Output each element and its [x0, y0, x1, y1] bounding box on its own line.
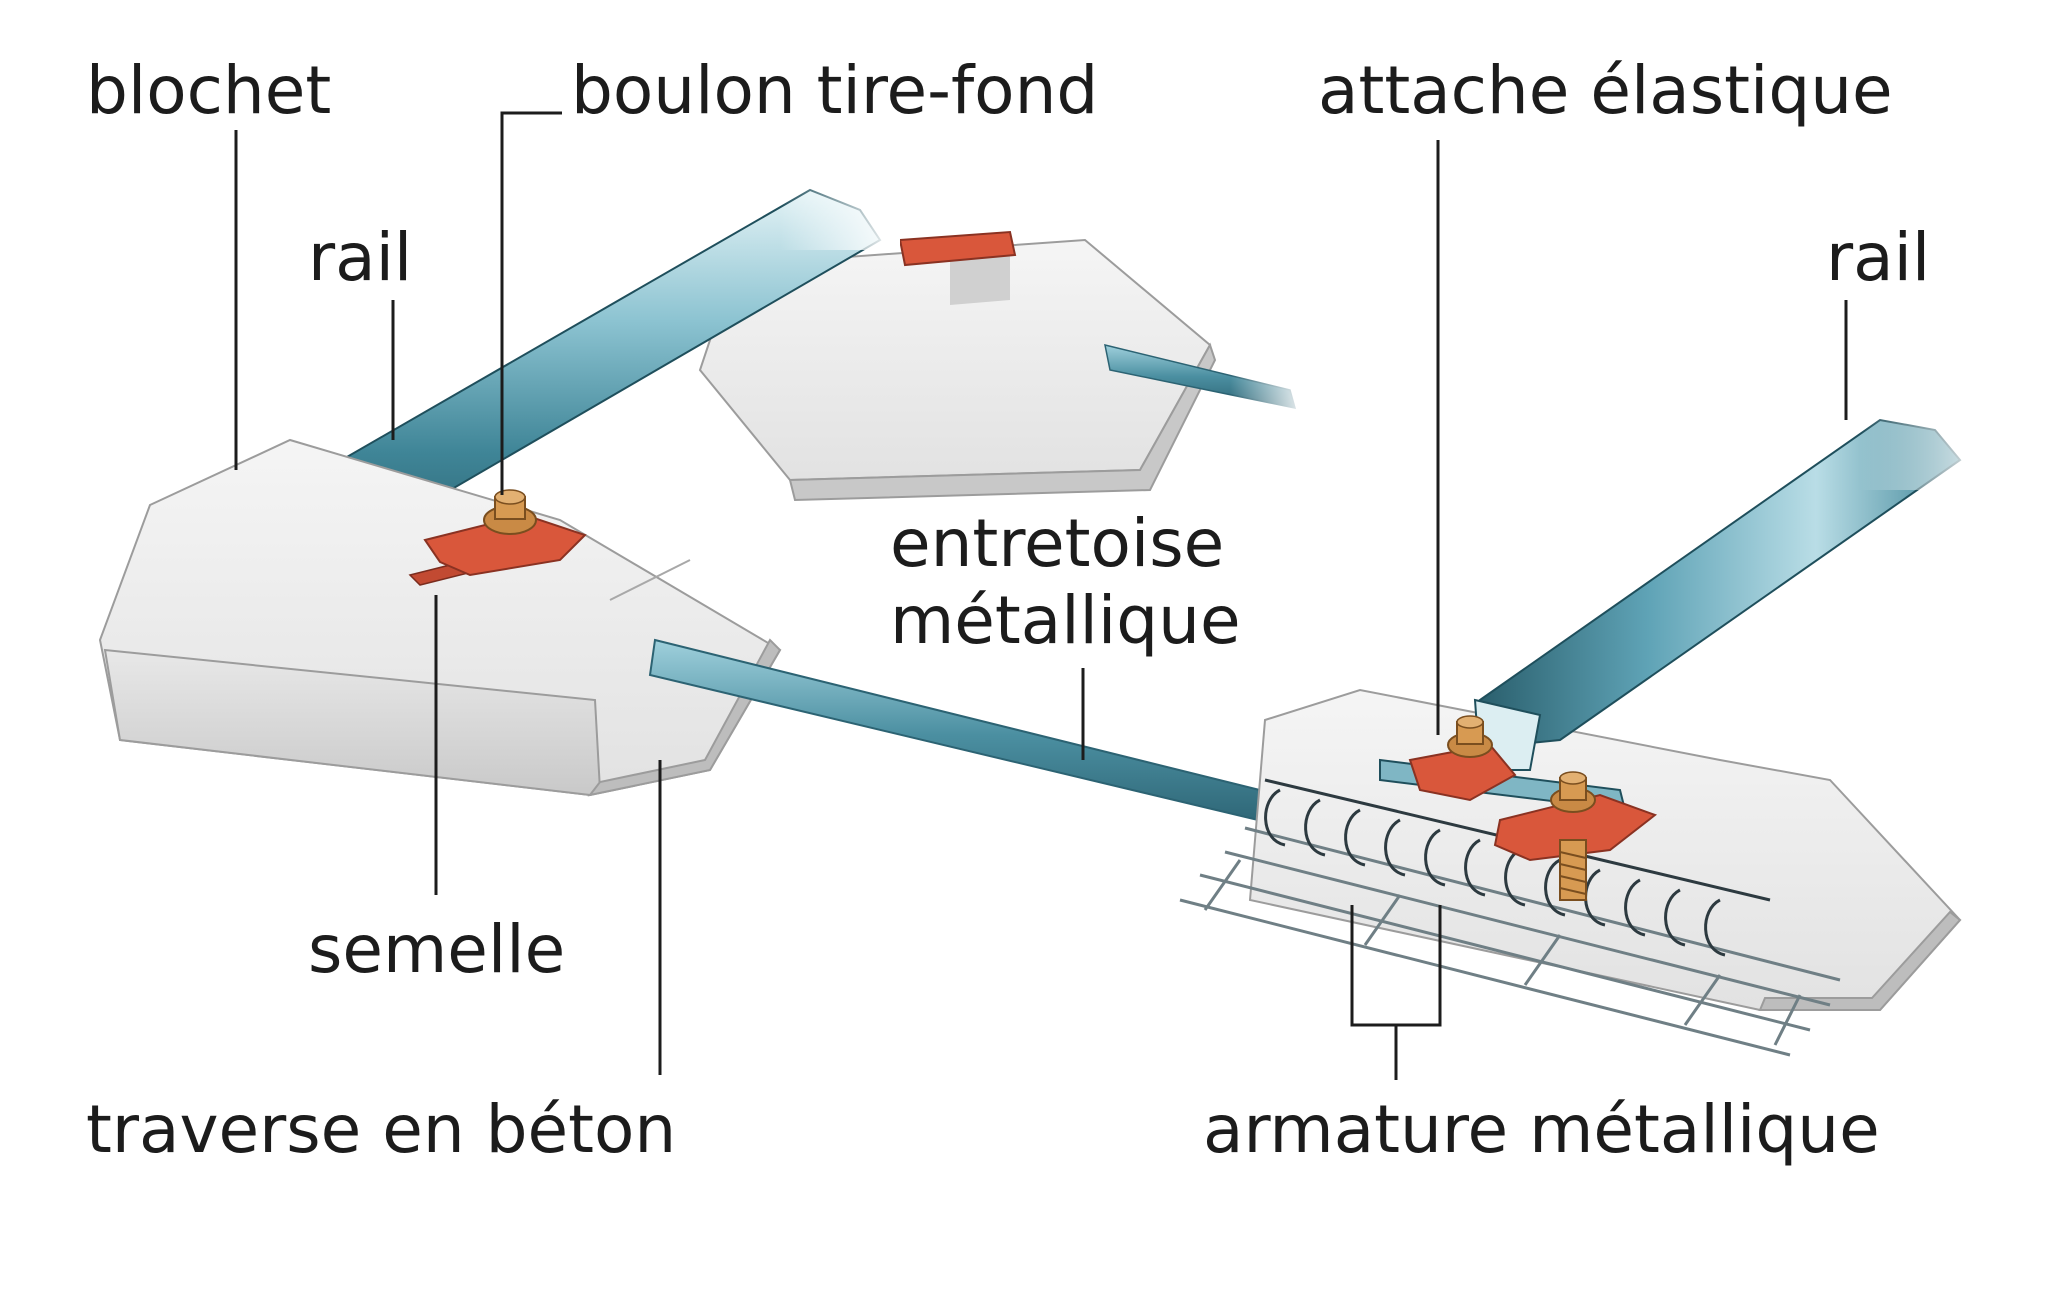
back-fastener: [898, 230, 1017, 267]
label-boulon-tire-fond: boulon tire-fond: [571, 52, 1099, 129]
back-spacer-bar: [1104, 343, 1310, 420]
label-attache-elastique: attache élastique: [1318, 52, 1893, 129]
front-left-fastener: [423, 489, 587, 577]
label-entretoise-line1: entretoise: [890, 505, 1225, 582]
label-entretoise-metallique: entretoise métallique: [890, 505, 1241, 659]
reinforcement-mesh: [1179, 826, 1841, 1057]
label-entretoise-line2: métallique: [890, 582, 1241, 660]
front-left-concrete-block: [98, 438, 782, 797]
leader-boulon-tire-fond: [500, 111, 562, 495]
leader-lines: [234, 111, 1848, 1080]
label-rail-left: rail: [308, 219, 413, 296]
label-traverse-en-beton: traverse en béton: [86, 1091, 677, 1168]
label-armature-metallique: armature métallique: [1203, 1091, 1880, 1168]
label-semelle: semelle: [308, 911, 566, 988]
right-fastener-lower: [1493, 771, 1658, 901]
right-fastener-upper: [1408, 715, 1517, 802]
label-blochet: blochet: [86, 52, 332, 129]
label-rail-right: rail: [1826, 219, 1931, 296]
